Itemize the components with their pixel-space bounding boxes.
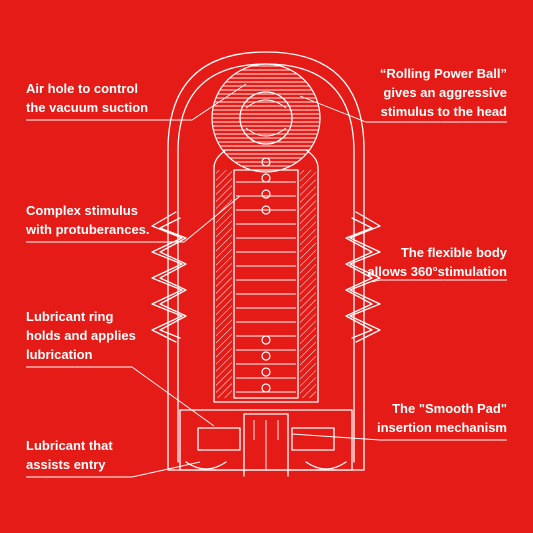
callout-flexible-body-line-1: The flexible body xyxy=(400,245,507,260)
callout-lubricant-entry-line-2: assists entry xyxy=(26,457,106,472)
callout-complex-stimulus: Complex stimulus with protuberances. xyxy=(26,201,150,239)
callout-power-ball-line-2: gives an aggressive xyxy=(383,85,507,100)
callout-lubricant-entry: Lubricant that assists entry xyxy=(26,436,113,474)
lubricant-ring-right xyxy=(291,427,335,451)
callout-lubricant-ring-line-1: Lubricant ring xyxy=(26,309,114,324)
callout-air-hole: Air hole to control the vacuum suction xyxy=(26,79,148,117)
callout-lubricant-ring-line-3: lubrication xyxy=(26,347,93,362)
callout-lubricant-ring-line-2: holds and applies xyxy=(26,328,136,343)
callout-power-ball-line-1: “Rolling Power Ball” xyxy=(379,66,507,81)
left-bellows xyxy=(151,211,183,343)
left-bellows-inner xyxy=(159,217,187,339)
callout-flexible-body: The flexible body allows 360°stimulation xyxy=(367,243,507,281)
leader-lines xyxy=(26,83,507,478)
callout-smooth-pad-line-2: insertion mechanism xyxy=(376,420,507,435)
right-bellows-inner xyxy=(345,217,373,339)
callout-power-ball: “Rolling Power Ball” gives an aggressive… xyxy=(380,64,507,121)
callout-air-hole-line-2: the vacuum suction xyxy=(26,100,149,115)
callout-lubricant-ring: Lubricant ring holds and applies lubrica… xyxy=(26,307,136,364)
callout-complex-stimulus-line-1: Complex stimulus xyxy=(26,203,138,218)
power-ball-core xyxy=(239,91,293,145)
callout-power-ball-line-3: stimulus to the head xyxy=(380,104,507,119)
right-bellows xyxy=(349,211,381,343)
inner-tunnel xyxy=(233,169,299,399)
callout-lubricant-entry-line-1: Lubricant that xyxy=(26,438,113,453)
smooth-pad xyxy=(243,413,289,477)
callout-smooth-pad-line-1: The "Smooth Pad" xyxy=(392,401,507,416)
callout-complex-stimulus-line-2: with protuberances. xyxy=(26,222,150,237)
lubricant-ring-left xyxy=(197,427,241,451)
callout-air-hole-line-1: Air hole to control xyxy=(26,81,138,96)
inner-sleeve xyxy=(213,149,319,403)
callout-flexible-body-line-2: allows 360°stimulation xyxy=(367,264,507,279)
base-collar xyxy=(179,409,353,471)
nodules xyxy=(261,157,271,393)
callout-smooth-pad: The "Smooth Pad" insertion mechanism xyxy=(377,399,507,437)
power-ball xyxy=(211,63,321,173)
outer-shell xyxy=(167,51,365,471)
